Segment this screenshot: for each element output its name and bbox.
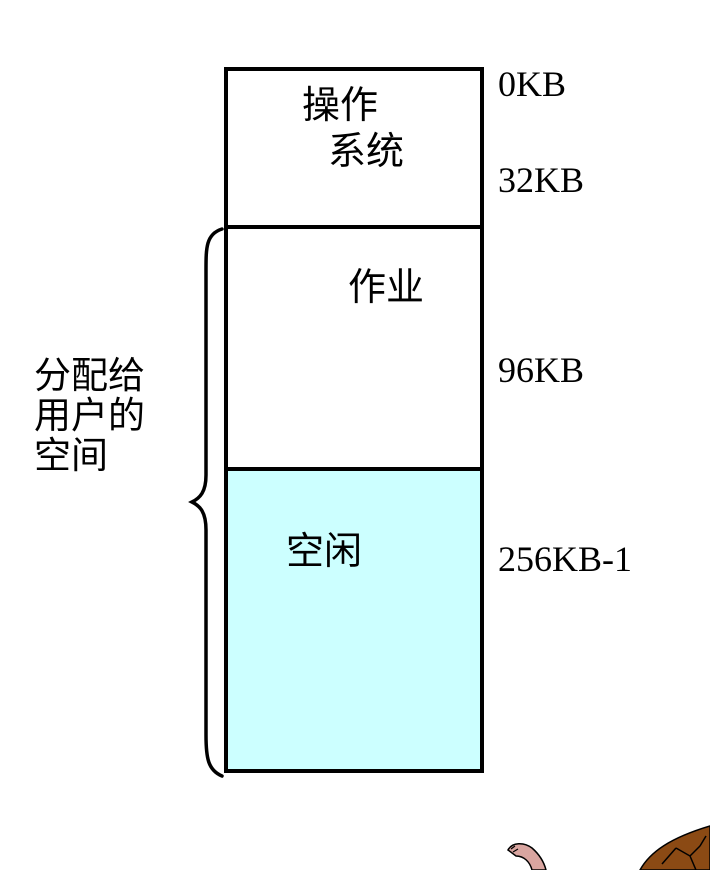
os-label-line1: 操作	[302, 83, 379, 127]
decorative-clipart-icon	[507, 825, 710, 870]
address-256kb-1: 256KB-1	[498, 539, 632, 579]
free-block	[224, 467, 484, 773]
user-space-label-line1: 分配给	[34, 354, 145, 397]
user-space-label-line2: 用户的	[34, 394, 145, 437]
curly-brace-icon	[188, 227, 224, 778]
address-0kb: 0KB	[498, 64, 567, 104]
free-label: 空闲	[286, 529, 363, 573]
address-96kb: 96KB	[498, 350, 585, 390]
user-space-label: 分配给 用户的 空间	[34, 356, 164, 476]
user-space-label-line3: 空间	[34, 434, 108, 477]
os-label-line2: 系统	[328, 129, 405, 173]
address-32kb: 32KB	[498, 160, 585, 200]
job-label: 作业	[348, 265, 425, 309]
